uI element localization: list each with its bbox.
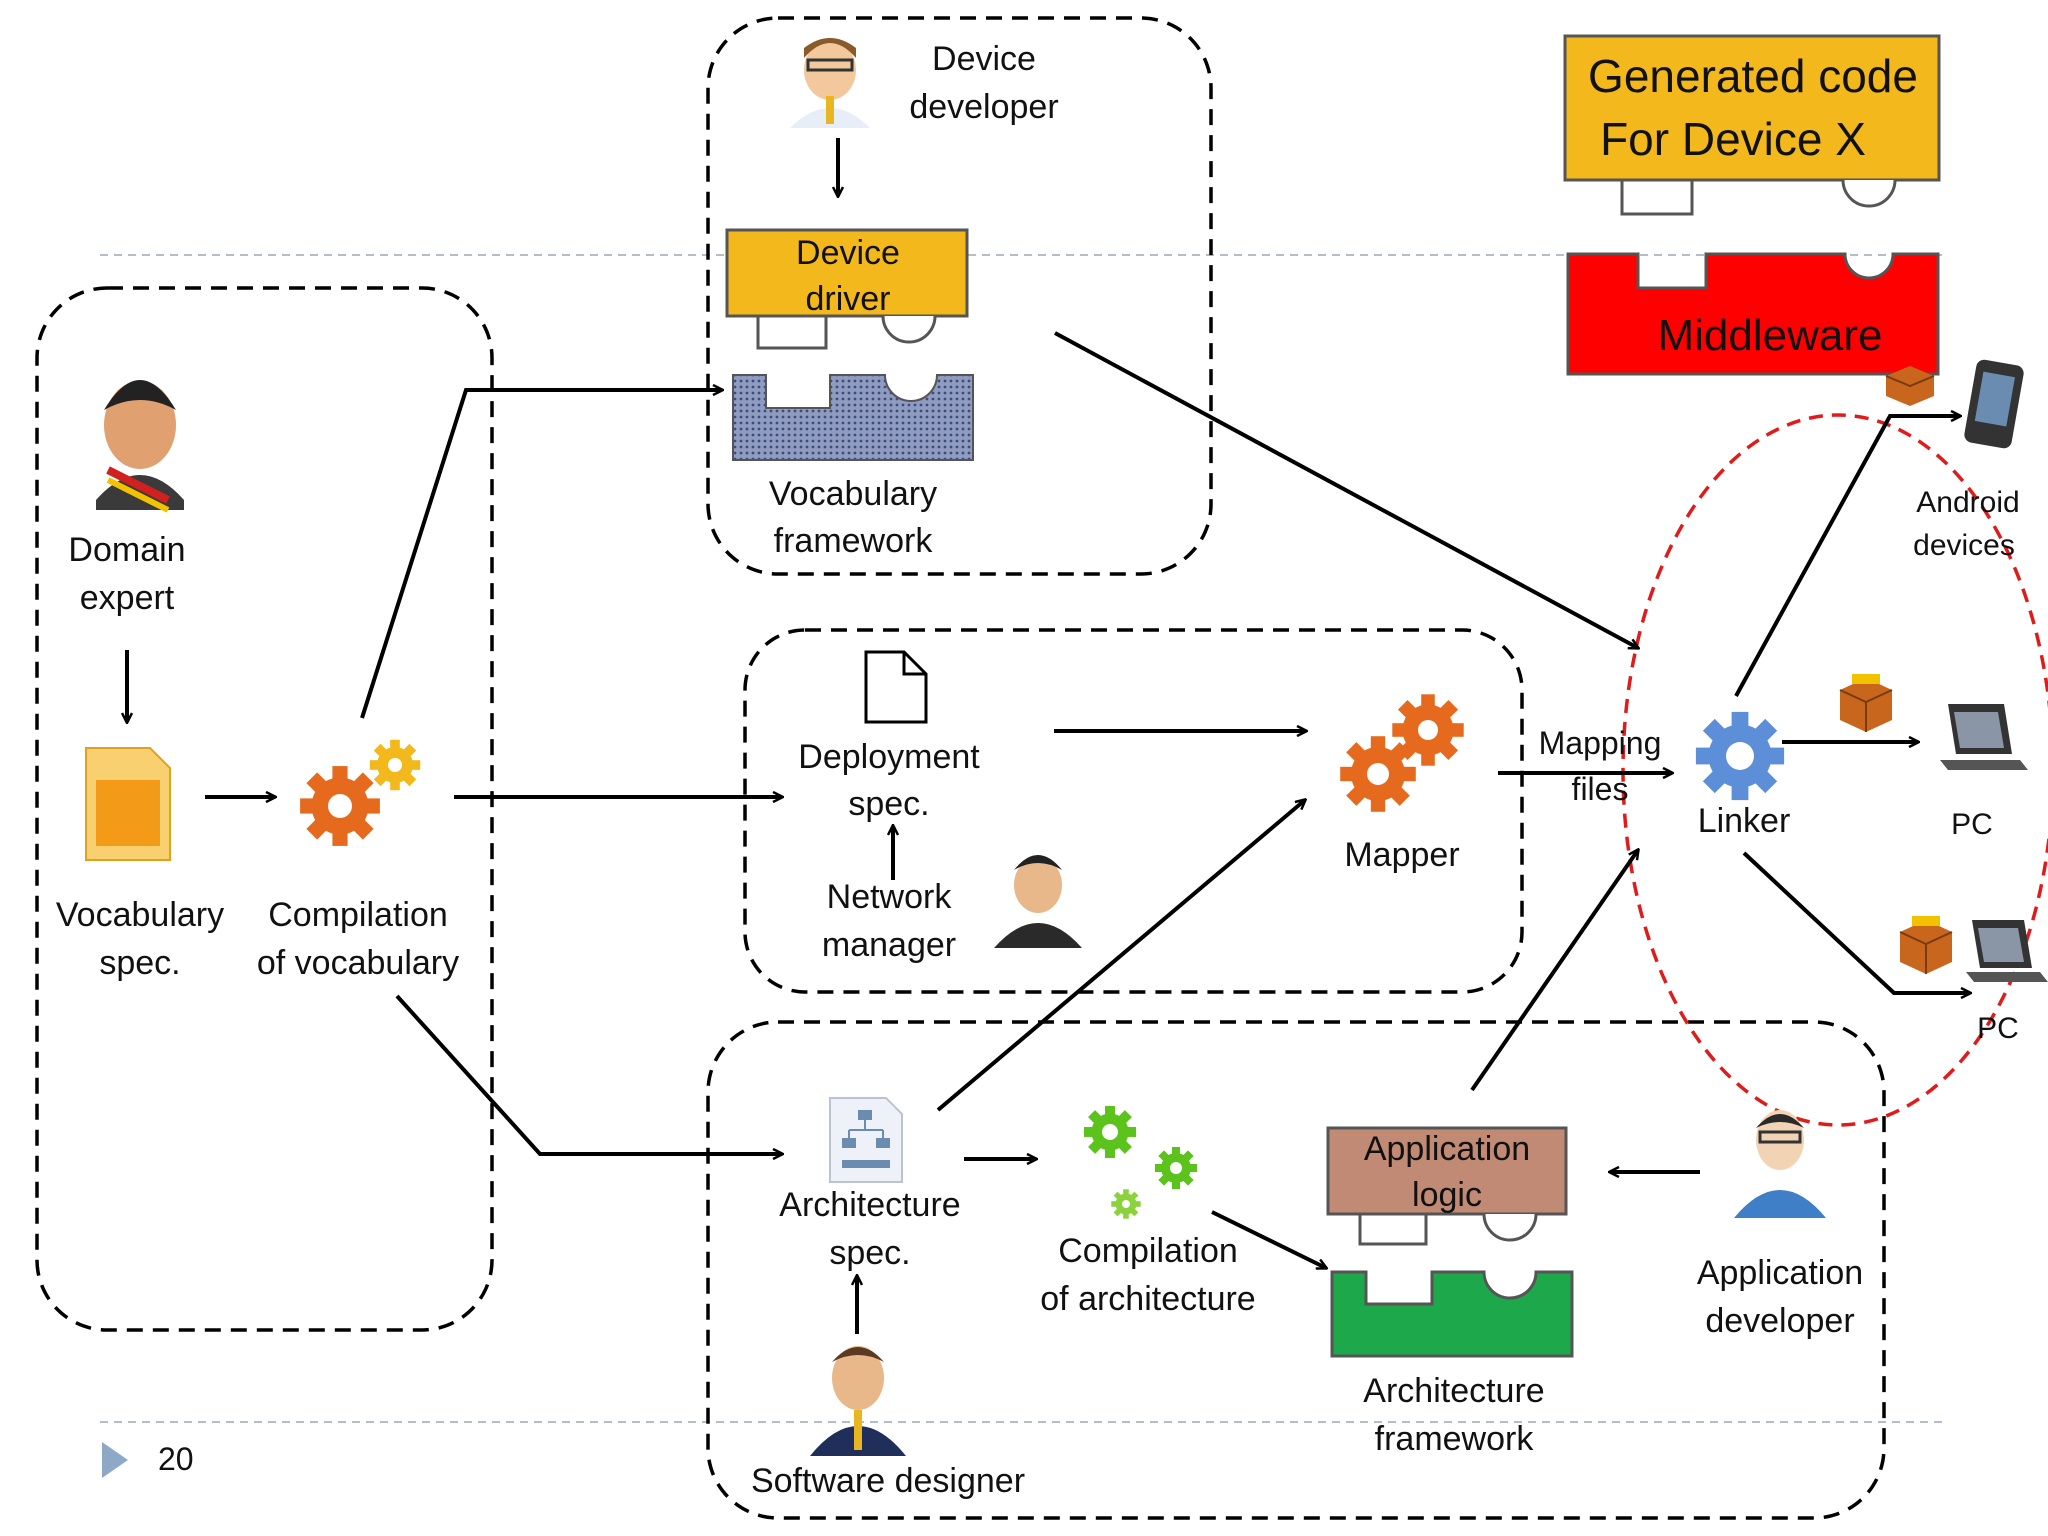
architecture-spec-line2: spec. bbox=[829, 1234, 910, 1272]
arrow-compilation-to-framework bbox=[1211, 1210, 1326, 1270]
architecture-spec-document-icon bbox=[829, 1097, 903, 1183]
deployment-spec-document-icon bbox=[864, 650, 928, 724]
vocabulary-framework-line2: framework bbox=[774, 522, 934, 560]
compilation-vocabulary-line2: of vocabulary bbox=[257, 944, 459, 982]
application-logic-knob bbox=[1482, 1213, 1538, 1242]
android-devices-line1: Android bbox=[1916, 486, 2019, 519]
arrow-linker-to-android bbox=[1734, 416, 1960, 697]
domain-group-box bbox=[35, 286, 494, 1332]
application-developer-icon bbox=[1734, 1110, 1826, 1218]
domain-expert-line2: expert bbox=[80, 579, 175, 617]
application-logic-line1: Application bbox=[1364, 1130, 1530, 1168]
device-driver-knob bbox=[881, 315, 937, 344]
software-designer-icon bbox=[810, 1346, 906, 1456]
arrow-device-driver-to-linker bbox=[1054, 331, 1638, 648]
pc-1-label: PC bbox=[1951, 808, 1993, 841]
application-developer-line2: developer bbox=[1705, 1302, 1854, 1340]
compilation-vocabulary-line1: Compilation bbox=[268, 896, 448, 934]
arrow-compilation-to-vocabulary-framework bbox=[360, 390, 722, 719]
compilation-architecture-line1: Compilation bbox=[1058, 1232, 1238, 1270]
android-devices-line2: devices bbox=[1913, 529, 2015, 562]
software-designer-label: Software designer bbox=[751, 1462, 1025, 1500]
arrow-linker-to-pc-2 bbox=[1742, 851, 1970, 993]
android-phone-icon bbox=[1964, 359, 2024, 449]
device-developer-icon bbox=[790, 38, 870, 128]
linker-gear-icon bbox=[1695, 711, 1785, 801]
architecture-framework-line2: framework bbox=[1375, 1420, 1535, 1458]
network-manager-line1: Network bbox=[827, 878, 953, 916]
deployment-spec-line1: Deployment bbox=[798, 738, 980, 776]
pc-2-label: PC bbox=[1977, 1012, 2019, 1045]
slide-bullet-triangle-icon bbox=[102, 1442, 128, 1478]
compilation-architecture-line2: of architecture bbox=[1040, 1280, 1255, 1318]
generated-code-line2: For Device X bbox=[1600, 113, 1866, 165]
domain-expert-line1: Domain bbox=[68, 531, 185, 569]
architecture-spec-line1: Architecture bbox=[779, 1186, 960, 1224]
middleware-block bbox=[1566, 252, 1940, 376]
linker-label: Linker bbox=[1698, 802, 1791, 840]
vocabulary-spec-line1: Vocabulary bbox=[56, 896, 224, 934]
device-developer-line1: Device bbox=[932, 40, 1036, 78]
deployment-spec-line2: spec. bbox=[848, 785, 929, 823]
laptop-icon-pc-2 bbox=[1966, 920, 2048, 982]
device-driver-box bbox=[725, 228, 969, 318]
application-developer-line1: Application bbox=[1697, 1254, 1863, 1292]
device-driver-tab bbox=[756, 314, 828, 350]
mapper-gears-icon bbox=[1340, 694, 1464, 812]
generated-code-knob bbox=[1841, 179, 1897, 208]
application-logic-line2: logic bbox=[1412, 1176, 1482, 1214]
vocabulary-framework-line1: Vocabulary bbox=[769, 475, 937, 513]
arrow-architecture-to-mapper bbox=[936, 800, 1305, 1112]
mapping-files-line2: files bbox=[1572, 771, 1629, 807]
package-icon-pc-2 bbox=[1899, 916, 1953, 974]
vocabulary-framework-block bbox=[732, 374, 974, 461]
device-driver-line1: Device bbox=[796, 234, 900, 272]
arrows bbox=[127, 138, 1970, 1334]
package-icon-pc-1 bbox=[1839, 674, 1893, 732]
deployment-group-box bbox=[743, 628, 1524, 994]
device-developer-line2: developer bbox=[909, 88, 1058, 126]
device-group-box bbox=[706, 16, 1213, 576]
arrow-compilation-to-architecture bbox=[395, 994, 782, 1154]
package-icon-android bbox=[1885, 366, 1935, 406]
application-logic-tab bbox=[1358, 1212, 1428, 1246]
generated-code-line1: Generated code bbox=[1588, 50, 1918, 102]
mapping-files-line1: Mapping bbox=[1539, 725, 1662, 761]
vocabulary-spec-document-icon bbox=[85, 747, 171, 861]
network-manager-line2: manager bbox=[822, 926, 956, 964]
mapper-label: Mapper bbox=[1344, 836, 1459, 874]
device-driver-line2: driver bbox=[805, 280, 890, 318]
compilation-architecture-gears-icon bbox=[1083, 1105, 1197, 1219]
vocabulary-spec-line2: spec. bbox=[99, 944, 180, 982]
page-number: 20 bbox=[158, 1441, 194, 1477]
compilation-vocabulary-gears-icon bbox=[300, 739, 421, 846]
domain-expert-icon bbox=[96, 380, 184, 513]
laptop-icon-pc-1 bbox=[1940, 704, 2028, 770]
architecture-framework-line1: Architecture bbox=[1363, 1372, 1544, 1410]
generated-code-box bbox=[1563, 34, 1941, 182]
application-logic-box bbox=[1326, 1126, 1568, 1216]
arrow-framework-to-linker bbox=[1470, 850, 1638, 1092]
middleware-label: Middleware bbox=[1658, 311, 1883, 360]
architecture-framework-block bbox=[1330, 1270, 1574, 1358]
network-manager-icon bbox=[994, 855, 1082, 948]
runtime-red-ellipse bbox=[1621, 413, 2048, 1127]
generated-code-tab bbox=[1620, 178, 1694, 216]
